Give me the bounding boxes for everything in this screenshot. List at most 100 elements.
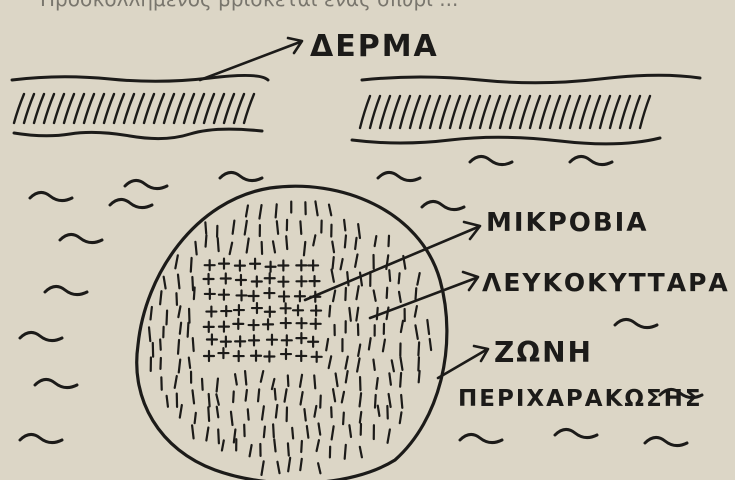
- microbe-plus: [252, 277, 262, 287]
- leukocyte-dash: [430, 339, 431, 350]
- leukocyte-dash: [389, 394, 391, 407]
- leukocyte-dash: [247, 239, 249, 253]
- squiggle: [615, 319, 657, 327]
- microbe-plus: [204, 351, 214, 361]
- leukocyte-dash: [401, 321, 403, 332]
- hatch-stroke: [630, 96, 640, 128]
- leukocyte-dash: [230, 243, 232, 254]
- leukocyte-dash: [373, 360, 374, 370]
- leukocyte-dash: [329, 205, 331, 216]
- leukocyte-dash: [206, 428, 208, 441]
- microbe-plus: [233, 319, 243, 329]
- microbes-arrow: [305, 227, 478, 300]
- hatch-stroke: [184, 94, 194, 123]
- squiggle: [460, 434, 502, 442]
- leukocyte-dash: [329, 306, 330, 317]
- leukocyte-dash: [261, 371, 263, 382]
- leukocyte-dash: [344, 220, 345, 231]
- leukocyte-dash: [205, 222, 206, 233]
- hatch-stroke: [14, 94, 24, 123]
- leukocyte-dash: [288, 443, 289, 455]
- leukocyte-dash: [387, 288, 388, 298]
- leukocyte-dash: [307, 426, 308, 438]
- leukocyte-dash: [274, 439, 275, 451]
- leukocyte-dash: [191, 258, 192, 272]
- hatch-stroke: [390, 96, 400, 128]
- leukocytes-label: ΛΕΥΚΟΚΥΤΤΑΡΑ: [482, 268, 730, 297]
- hatch-stroke: [44, 94, 54, 123]
- leukocyte-dash: [193, 338, 194, 351]
- microbe-plus: [205, 260, 215, 270]
- leukocyte-dash: [164, 277, 166, 289]
- leukocyte-dash: [343, 413, 344, 425]
- microbe-plus: [219, 322, 229, 332]
- hatch-stroke: [530, 96, 540, 128]
- squiggle: [570, 156, 612, 164]
- microbe-plus: [308, 337, 318, 347]
- leukocyte-dash: [332, 242, 334, 253]
- hatch-stroke: [194, 94, 204, 123]
- leukocyte-dash: [376, 378, 377, 389]
- leukocyte-dash: [276, 204, 277, 217]
- leukocyte-dash: [222, 440, 224, 450]
- leukocyte-dash: [246, 390, 247, 401]
- leukocyte-dash: [345, 235, 346, 247]
- leukocyte-dash: [248, 409, 249, 419]
- leukocyte-dash: [259, 205, 261, 219]
- leukocyte-dash: [300, 375, 302, 387]
- microbe-plus: [251, 351, 261, 361]
- hatch-stroke: [550, 96, 560, 128]
- microbe-plus: [204, 274, 214, 284]
- leukocyte-dash: [375, 236, 377, 246]
- hatch-stroke: [154, 94, 164, 123]
- leukocyte-dash: [160, 291, 161, 304]
- leukocyte-dash: [400, 373, 401, 387]
- microbe-plus: [293, 305, 303, 315]
- leukocyte-dash: [277, 462, 279, 473]
- microbe-plus: [249, 320, 259, 330]
- leukocyte-dash: [315, 201, 317, 215]
- leukocyte-dash: [180, 323, 181, 334]
- leukocyte-dash: [374, 290, 376, 300]
- microbe-plus: [204, 322, 214, 332]
- leukocyte-dash: [333, 389, 335, 401]
- leukocyte-dash: [416, 288, 417, 299]
- squiggle: [645, 437, 687, 445]
- hatch-stroke: [610, 96, 620, 128]
- leukocyte-dash: [419, 371, 420, 382]
- leukocyte-dash: [400, 412, 402, 423]
- hatch-stroke: [560, 96, 570, 128]
- leukocyte-dash: [192, 425, 194, 438]
- leukocyte-dash: [375, 395, 376, 408]
- microbe-plus: [278, 261, 288, 271]
- leukocyte-dash: [387, 308, 389, 320]
- leukocyte-dash: [167, 311, 168, 325]
- leukocyte-dash: [378, 406, 380, 416]
- leukocyte-dash: [195, 242, 196, 255]
- leukocyte-dash: [427, 320, 429, 334]
- leukocyte-dash: [285, 389, 287, 401]
- hatch-stroke: [234, 94, 244, 123]
- squiggle: [35, 379, 77, 387]
- leukocyte-dash: [180, 405, 182, 418]
- microbe-plus: [235, 261, 245, 271]
- leukocyte-dash: [188, 323, 189, 337]
- leukocyte-dash: [217, 407, 218, 418]
- microbe-plus: [310, 276, 320, 286]
- squiggle: [470, 156, 512, 164]
- microbe-plus: [235, 336, 245, 346]
- leukocyte-dash: [179, 360, 180, 373]
- microbe-plus: [266, 262, 276, 272]
- leukocyte-dash: [360, 412, 361, 423]
- squiggle: [110, 199, 152, 207]
- leukocyte-dash: [418, 342, 419, 355]
- leukocyte-dash: [349, 308, 350, 321]
- leukocyte-dash: [245, 371, 246, 384]
- leukocyte-dash: [388, 429, 390, 442]
- squiggle: [20, 434, 62, 442]
- leukocyte-dash: [301, 441, 302, 452]
- leukocyte-dash: [332, 270, 334, 282]
- leukocyte-dash: [301, 392, 303, 404]
- hatch-stroke: [204, 94, 214, 123]
